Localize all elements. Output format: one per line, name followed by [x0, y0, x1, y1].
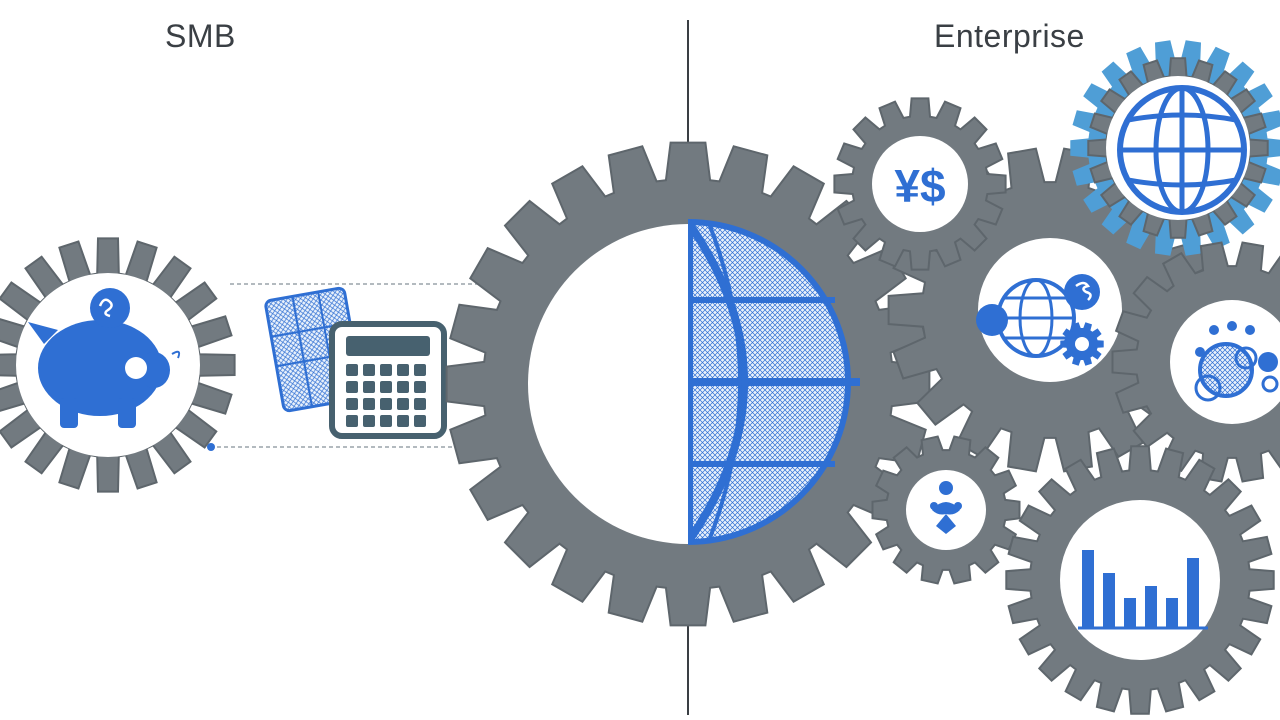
chart-bar — [1145, 586, 1157, 628]
chart-bar — [1103, 573, 1115, 628]
calculator-icon — [264, 286, 447, 439]
finance-icon — [930, 481, 962, 534]
chart-bar — [1187, 558, 1199, 628]
chart-bar — [1124, 598, 1136, 628]
calculator-key — [414, 381, 426, 393]
chart-bar — [1082, 550, 1094, 628]
calculator-key — [363, 415, 375, 427]
calculator-key — [380, 398, 392, 410]
chart-gear — [1005, 445, 1275, 715]
smb-label: SMB — [165, 18, 236, 54]
currency-icon: ¥$ — [894, 160, 945, 212]
calculator-key — [414, 415, 426, 427]
calculator-key — [397, 364, 409, 376]
calculator-key — [363, 381, 375, 393]
half-globe-icon — [688, 219, 860, 545]
calculator-key — [380, 364, 392, 376]
piggy-bank-icon — [28, 288, 181, 428]
calculator-key — [346, 415, 358, 427]
calculator-key — [346, 381, 358, 393]
currency-gear — [833, 97, 1007, 271]
calculator-key — [397, 381, 409, 393]
calculator-key — [414, 398, 426, 410]
calculator-key — [380, 415, 392, 427]
chart-bar — [1166, 598, 1178, 628]
calculator-key — [346, 364, 358, 376]
data-cluster-icon — [1194, 321, 1279, 402]
calculator-key — [397, 398, 409, 410]
calculator-key — [363, 398, 375, 410]
calculator-key — [346, 398, 358, 410]
calculator-key — [363, 364, 375, 376]
globe-network-icon — [976, 274, 1104, 366]
calculator-key — [380, 381, 392, 393]
currency-symbols: ¥$ — [894, 160, 945, 212]
calculator-key — [397, 415, 409, 427]
bar-chart-icon — [1078, 550, 1208, 630]
globe-icon — [1117, 85, 1247, 215]
calculator-key — [414, 364, 426, 376]
enterprise-label: Enterprise — [934, 18, 1085, 54]
